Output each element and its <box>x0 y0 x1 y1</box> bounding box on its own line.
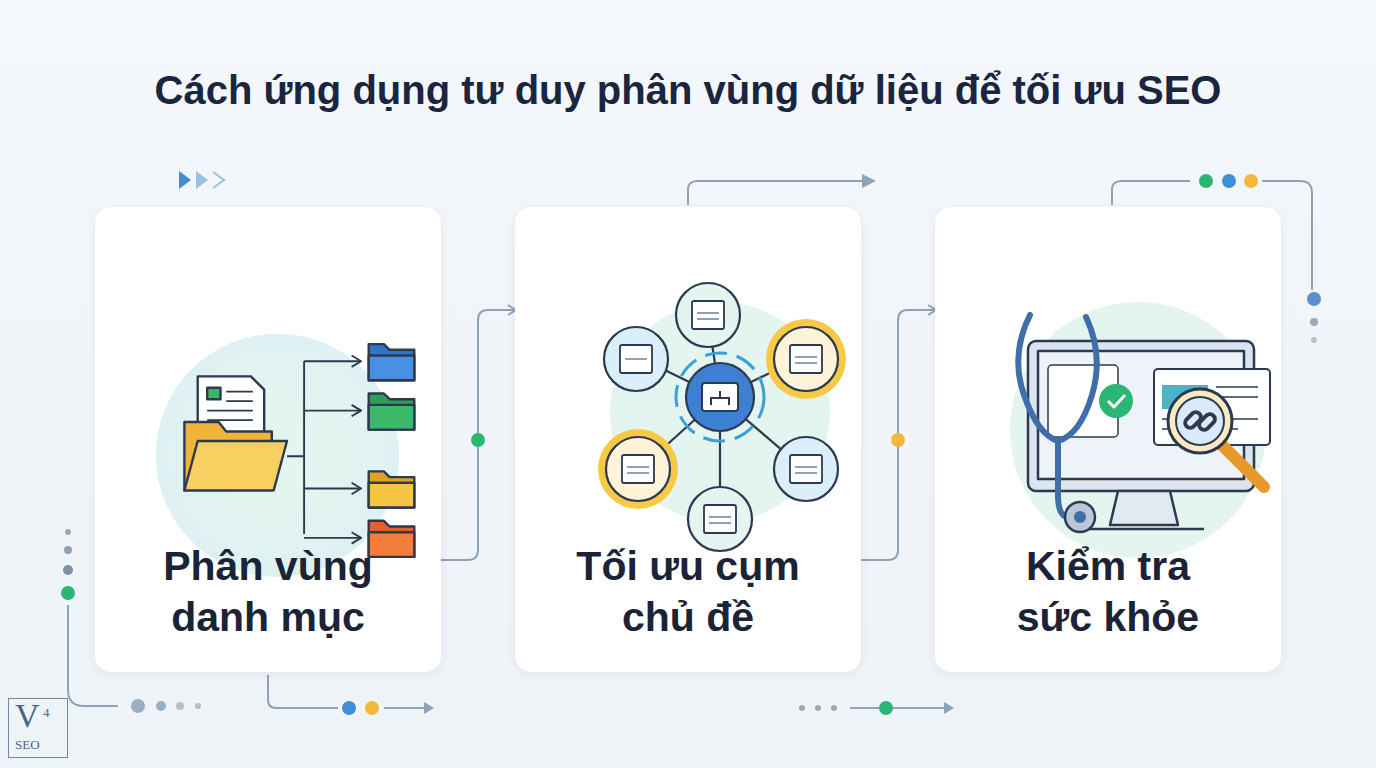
logo-watermark: V4SEO <box>8 698 68 758</box>
watermark-text: 4 <box>43 705 50 721</box>
flow-connector <box>441 310 515 560</box>
step-label: Kiểm tra sức khỏe <box>993 541 1223 644</box>
step-card: Tối ưu cụm chủ đề <box>515 207 861 672</box>
watermark-text: SEO <box>15 737 40 753</box>
diagram-title: Cách ứng dụng tư duy phân vùng dữ liệu đ… <box>0 68 1376 113</box>
step-label: Phân vùng danh mục <box>138 541 398 644</box>
step-card: Kiểm tra sức khỏe <box>935 207 1281 672</box>
flow-connector <box>861 310 935 560</box>
watermark-text: V <box>15 697 40 735</box>
connector-dot <box>471 433 485 447</box>
step-card: Phân vùng danh mục <box>95 207 441 672</box>
connector-dot <box>891 433 905 447</box>
step-label: Tối ưu cụm chủ đề <box>563 541 813 644</box>
